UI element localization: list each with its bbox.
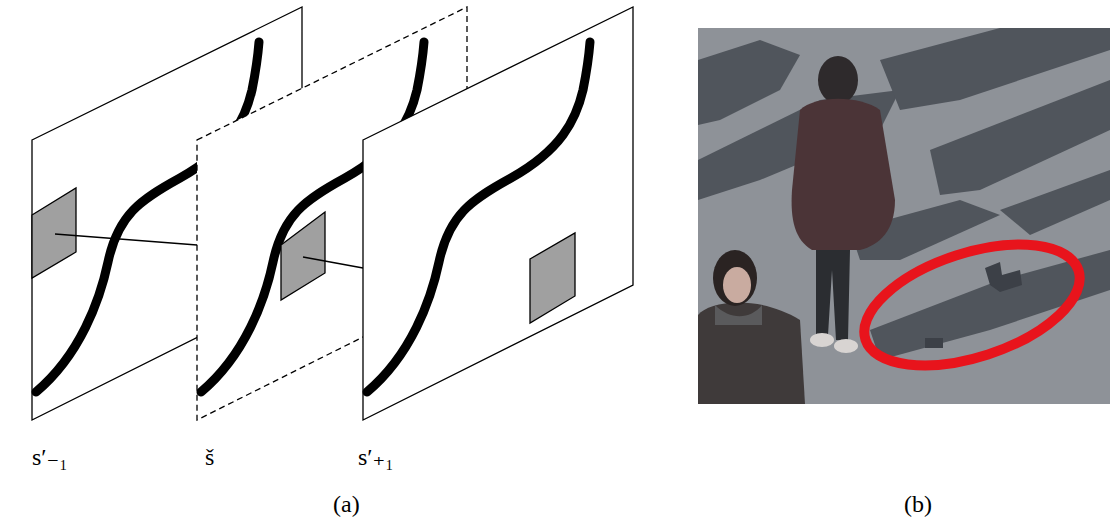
person (698, 250, 805, 404)
plane-label: s′₋₁ (32, 445, 68, 469)
highlight-ellipse (849, 221, 1094, 389)
plane-label: s′₊₁ (358, 445, 394, 469)
link-line (55, 234, 197, 245)
panel-label: (a) (333, 492, 360, 516)
photo (698, 28, 1110, 404)
link-line (303, 257, 363, 268)
panel-label: (b) (904, 492, 932, 516)
front-plane (363, 7, 633, 420)
plane-label: š (205, 445, 214, 469)
person (792, 56, 895, 353)
